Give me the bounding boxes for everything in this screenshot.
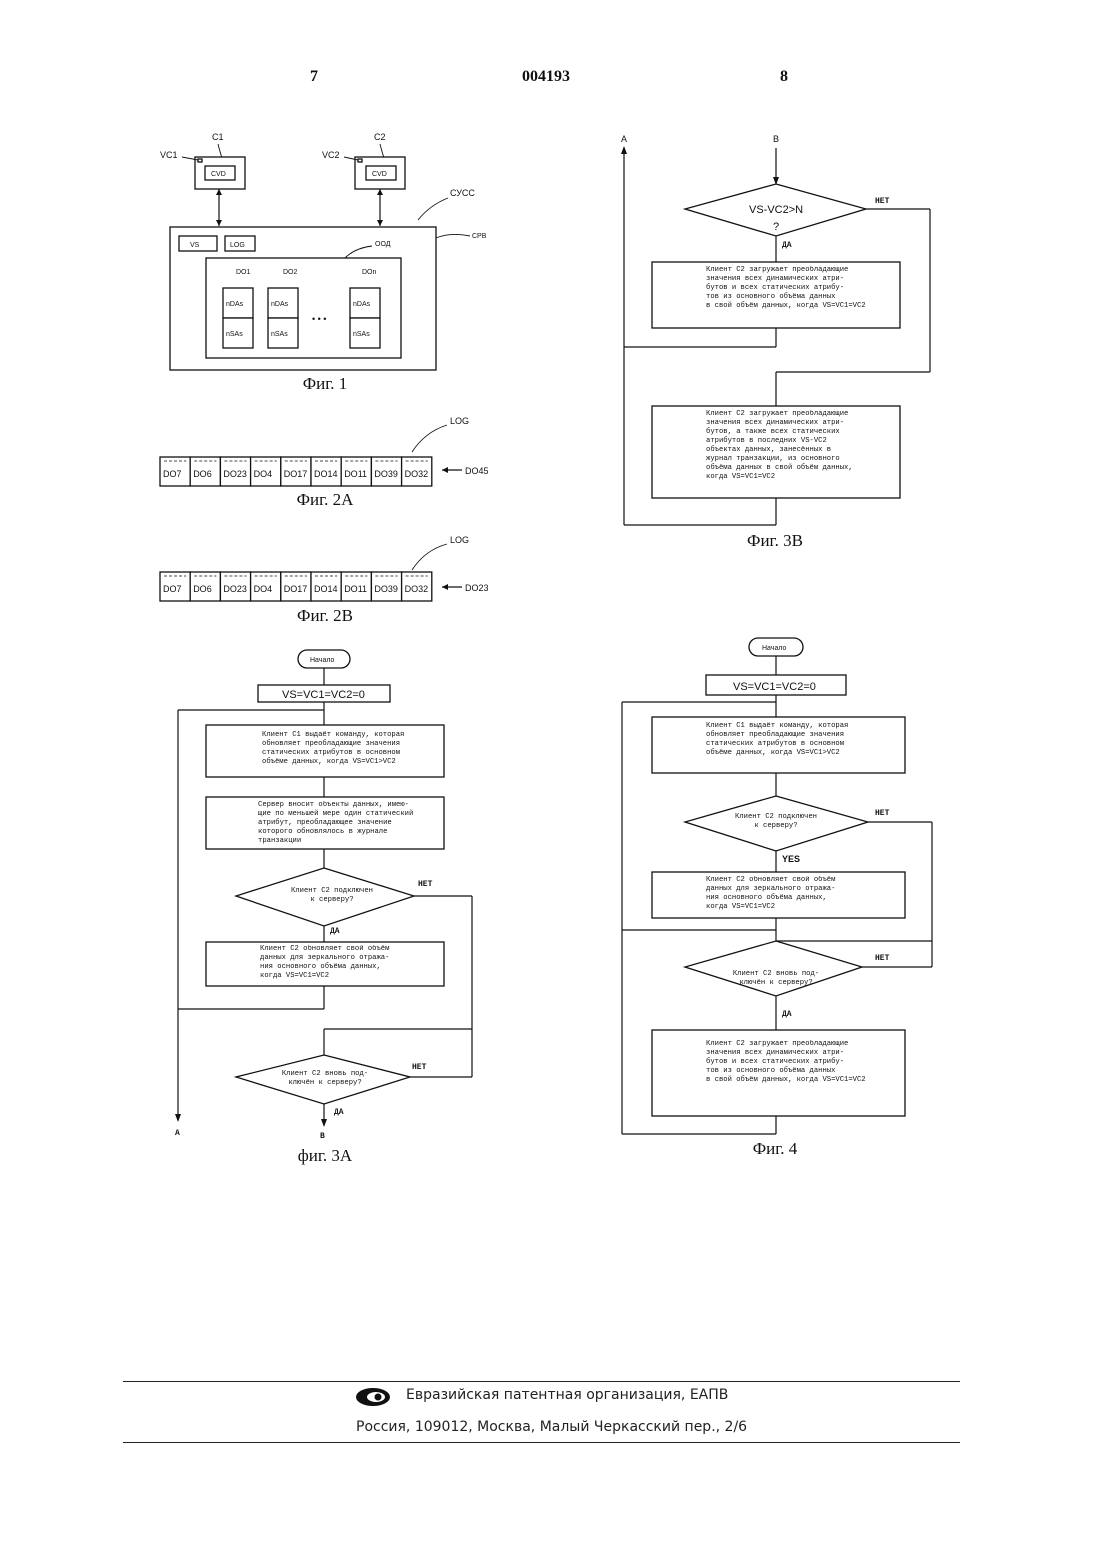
footer-address: Россия, 109012, Москва, Малый Черкасский… <box>356 1419 747 1435</box>
footer-rule-bottom <box>123 1442 960 1443</box>
footer-org: Евразийская патентная организация, ЕАПВ <box>406 1387 728 1403</box>
